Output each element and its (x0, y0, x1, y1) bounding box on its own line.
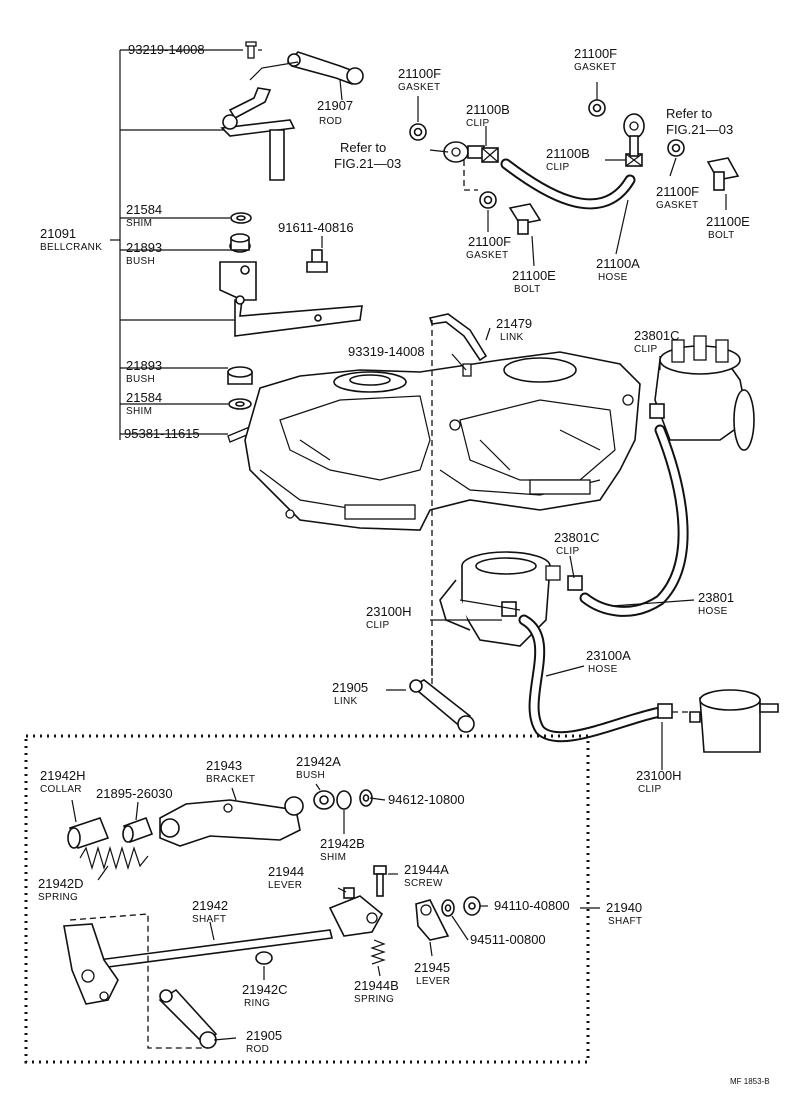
label-21942d: 21942D (38, 876, 84, 891)
label-collar: COLLAR (40, 784, 82, 795)
label-21100b-2: 21100B (546, 146, 590, 161)
label-bolt-1: BOLT (708, 230, 735, 241)
label-bush-top: BUSH (126, 256, 155, 267)
label-hose-21100a: HOSE (598, 272, 628, 283)
label-21100f-1: 21100F (398, 66, 441, 81)
label-21100f-3: 21100F (656, 184, 699, 199)
label-refer-2b: FIG.21—03 (666, 122, 733, 137)
label-91611-40816: 91611-40816 (278, 220, 354, 235)
label-21942b: 21942B (320, 836, 365, 851)
label-clip-1: CLIP (466, 118, 489, 129)
label-21942h: 21942H (40, 768, 86, 783)
label-21944a: 21944A (404, 862, 449, 877)
label-clip-23801c-2: CLIP (556, 546, 579, 557)
label-21942: 21942 (192, 898, 228, 913)
label-23801c-2: 23801C (554, 530, 600, 545)
label-21942c: 21942C (242, 982, 288, 997)
bellcrank-parts (220, 41, 364, 181)
label-bolt-2: BOLT (514, 284, 541, 295)
label-94511-00800: 94511-00800 (470, 932, 546, 947)
label-21944b: 21944B (354, 978, 399, 993)
label-clip-2: CLIP (546, 162, 569, 173)
label-21584-top: 21584 (126, 202, 162, 217)
label-refer-1b: FIG.21—03 (334, 156, 401, 171)
label-gasket-1: GASKET (398, 82, 440, 93)
label-link-21479: LINK (500, 332, 523, 343)
label-23100a: 23100A (586, 648, 631, 663)
label-21479: 21479 (496, 316, 532, 331)
part-labels: 93219-14008 21907 ROD 21091 BELLCRANK 21… (38, 42, 770, 1086)
shaft-assembly-box (24, 734, 590, 1064)
label-clip-23801c-1: CLIP (634, 344, 657, 355)
link-21905-upper (409, 640, 475, 733)
label-21905-rod: 21905 (246, 1028, 282, 1043)
shaft-assembly-parts (63, 789, 481, 1049)
label-refer-1a: Refer to (340, 140, 386, 155)
label-rod: ROD (319, 116, 342, 127)
label-21100f-4: 21100F (468, 234, 511, 249)
distributor (567, 335, 755, 617)
label-21100e-1: 21100E (706, 214, 750, 229)
label-21895-26030: 21895-26030 (96, 786, 173, 801)
label-rod-21905: ROD (246, 1044, 269, 1055)
label-gasket-3: GASKET (656, 200, 698, 211)
label-refer-2a: Refer to (666, 106, 712, 121)
label-gasket-4: GASKET (466, 250, 508, 261)
label-23100h-2: 23100H (636, 768, 682, 783)
label-23100h-1: 23100H (366, 604, 412, 619)
label-link-21905: LINK (334, 696, 357, 707)
label-ring: RING (244, 998, 270, 1009)
carburetor-body (244, 351, 641, 531)
label-shaft-21942: SHAFT (192, 914, 226, 925)
label-lever-21945: LEVER (416, 976, 450, 987)
label-23801c-1: 23801C (634, 328, 680, 343)
label-21893-top: 21893 (126, 240, 162, 255)
footer-code: MF 1853-B (730, 1077, 770, 1086)
label-21905-link: 21905 (332, 680, 368, 695)
label-shim-21942b: SHIM (320, 852, 346, 863)
label-hose-23100a: HOSE (588, 664, 618, 675)
label-21100a: 21100A (596, 256, 640, 271)
label-hose-23801: HOSE (698, 606, 728, 617)
label-93219-14008: 93219-14008 (128, 42, 205, 57)
fuel-fittings (409, 99, 740, 235)
label-95381-11615: 95381-11615 (124, 426, 200, 441)
label-21945: 21945 (414, 960, 450, 975)
label-21100e-2: 21100E (512, 268, 556, 283)
label-clip-23100h-2: CLIP (638, 784, 661, 795)
label-bush-21942a: BUSH (296, 770, 325, 781)
label-clip-23100h-1: CLIP (366, 620, 389, 631)
label-bush-bottom: BUSH (126, 374, 155, 385)
label-21940: 21940 (606, 900, 642, 915)
label-21091: 21091 (40, 226, 76, 241)
label-lever-21944: LEVER (268, 880, 302, 891)
label-bracket: BRACKET (206, 774, 255, 785)
label-21100b-1: 21100B (466, 102, 510, 117)
label-21907: 21907 (317, 98, 353, 113)
bellcrank-leader-lines (110, 49, 243, 440)
label-93319-14008: 93319-14008 (348, 344, 425, 359)
label-gasket-2: GASKET (574, 62, 616, 73)
label-screw: SCREW (404, 878, 443, 889)
label-23801: 23801 (698, 590, 734, 605)
label-21100f-2: 21100F (574, 46, 617, 61)
label-21584-bottom: 21584 (126, 390, 162, 405)
label-21944: 21944 (268, 864, 304, 879)
label-shim-bottom: SHIM (126, 406, 152, 417)
label-spring-21942d: SPRING (38, 892, 78, 903)
label-21893-bottom: 21893 (126, 358, 162, 373)
label-21943: 21943 (206, 758, 242, 773)
label-spring-21944b: SPRING (354, 994, 394, 1005)
fuel-pump (439, 551, 779, 753)
label-leaders (71, 49, 727, 1041)
label-94612-10800: 94612-10800 (388, 792, 465, 807)
label-21942a: 21942A (296, 754, 341, 769)
label-94110-40800: 94110-40800 (494, 898, 570, 913)
label-shim-top: SHIM (126, 218, 152, 229)
label-shaft-21940: SHAFT (608, 916, 642, 927)
label-bellcrank: BELLCRANK (40, 242, 102, 253)
